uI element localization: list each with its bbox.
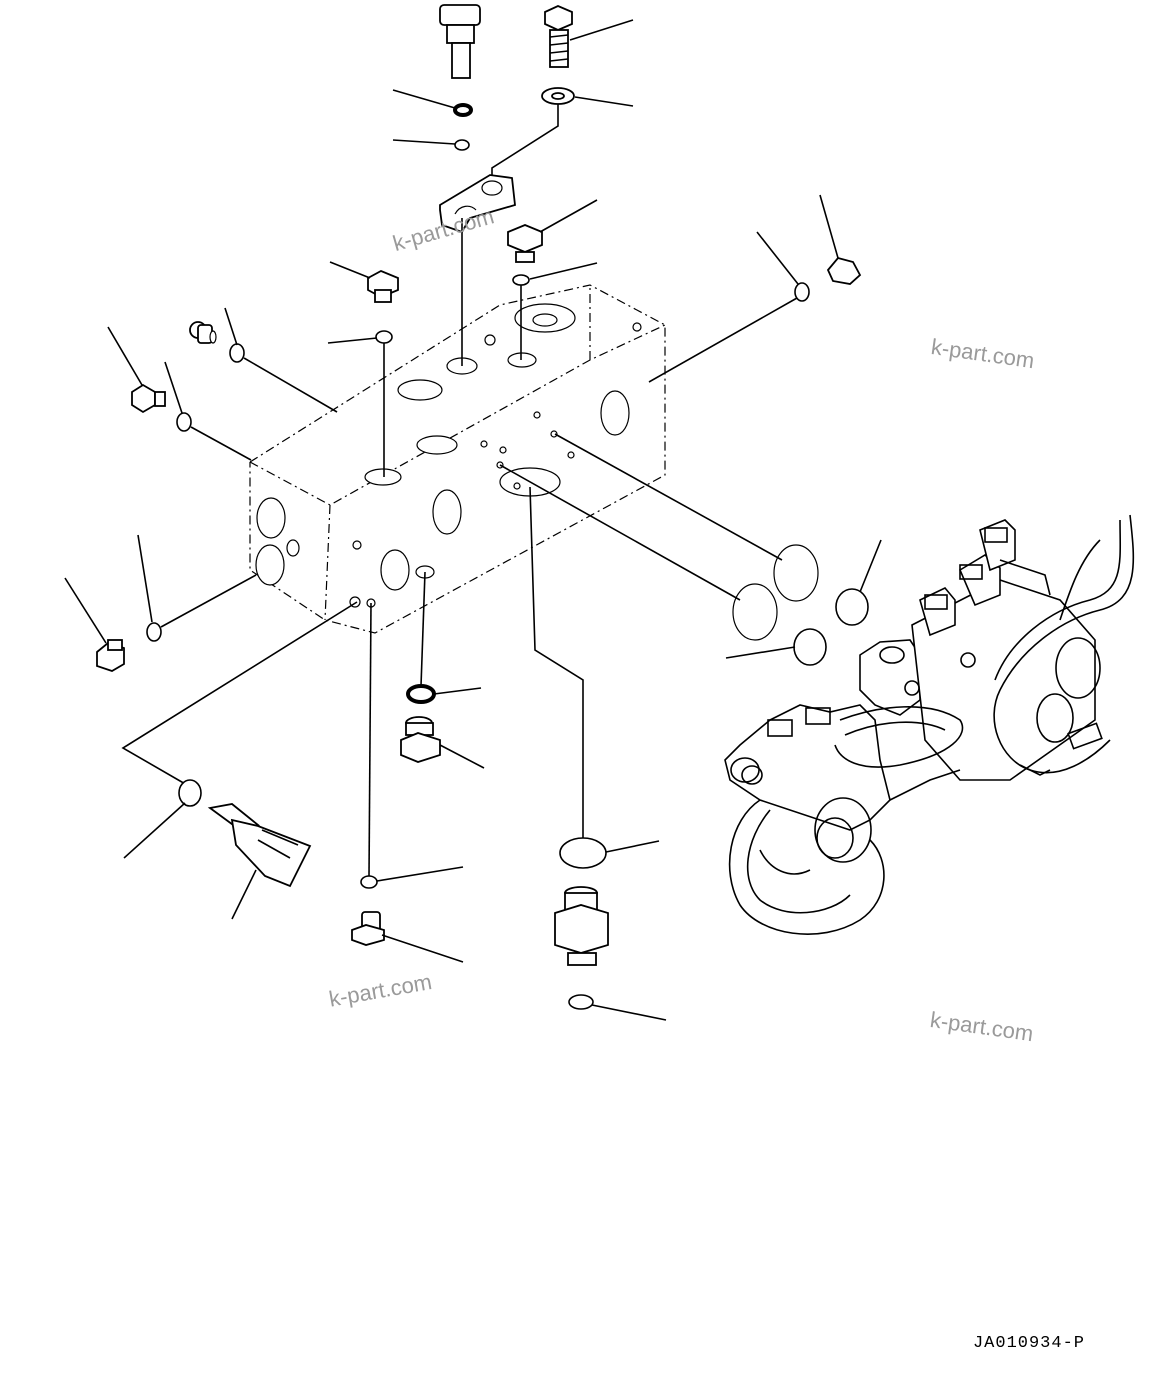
flange-bolt-left: [329, 261, 399, 303]
hex-plug-left: [107, 326, 166, 414]
o-ring-right-lower-1: [835, 539, 882, 626]
drawing-code: JA010934-P: [972, 1334, 1085, 1353]
large-plug-top: [439, 4, 481, 79]
o-ring-right: [648, 231, 810, 383]
leader-to-sensor: [121, 601, 358, 786]
small-fitting-lower: [351, 911, 464, 963]
o-ring-left-1: [224, 307, 338, 413]
o-ring-mid-right: [512, 262, 598, 360]
bracket-plate: [439, 174, 516, 366]
small-plug-right: [819, 194, 862, 285]
o-ring-left-upper: [327, 330, 393, 477]
washer-top: [491, 87, 634, 178]
valve-block: [249, 284, 666, 634]
adapter-fitting: [554, 886, 609, 966]
o-ring-lower-center: [406, 571, 482, 704]
hex-fitting-center: [400, 716, 485, 769]
o-ring-right-lower-2: [725, 628, 827, 666]
flange-bolt-right: [507, 199, 598, 263]
bolt-top: [544, 5, 634, 68]
pressure-sensor: [207, 803, 312, 920]
hex-plug-lower-left: [64, 577, 125, 672]
small-seal-ring: [392, 89, 473, 117]
small-plug-left: [189, 321, 217, 344]
o-ring-upper: [392, 139, 470, 151]
large-o-ring-lower: [529, 486, 660, 869]
o-ring-left-2: [164, 361, 252, 461]
o-ring-sensor: [123, 779, 202, 859]
solenoid-valve-assembly: [724, 514, 1135, 935]
large-seal-pair: [499, 433, 819, 641]
o-ring-bottom: [568, 994, 667, 1021]
o-ring-lower-small: [360, 602, 464, 889]
o-ring-left-3: [137, 534, 257, 642]
